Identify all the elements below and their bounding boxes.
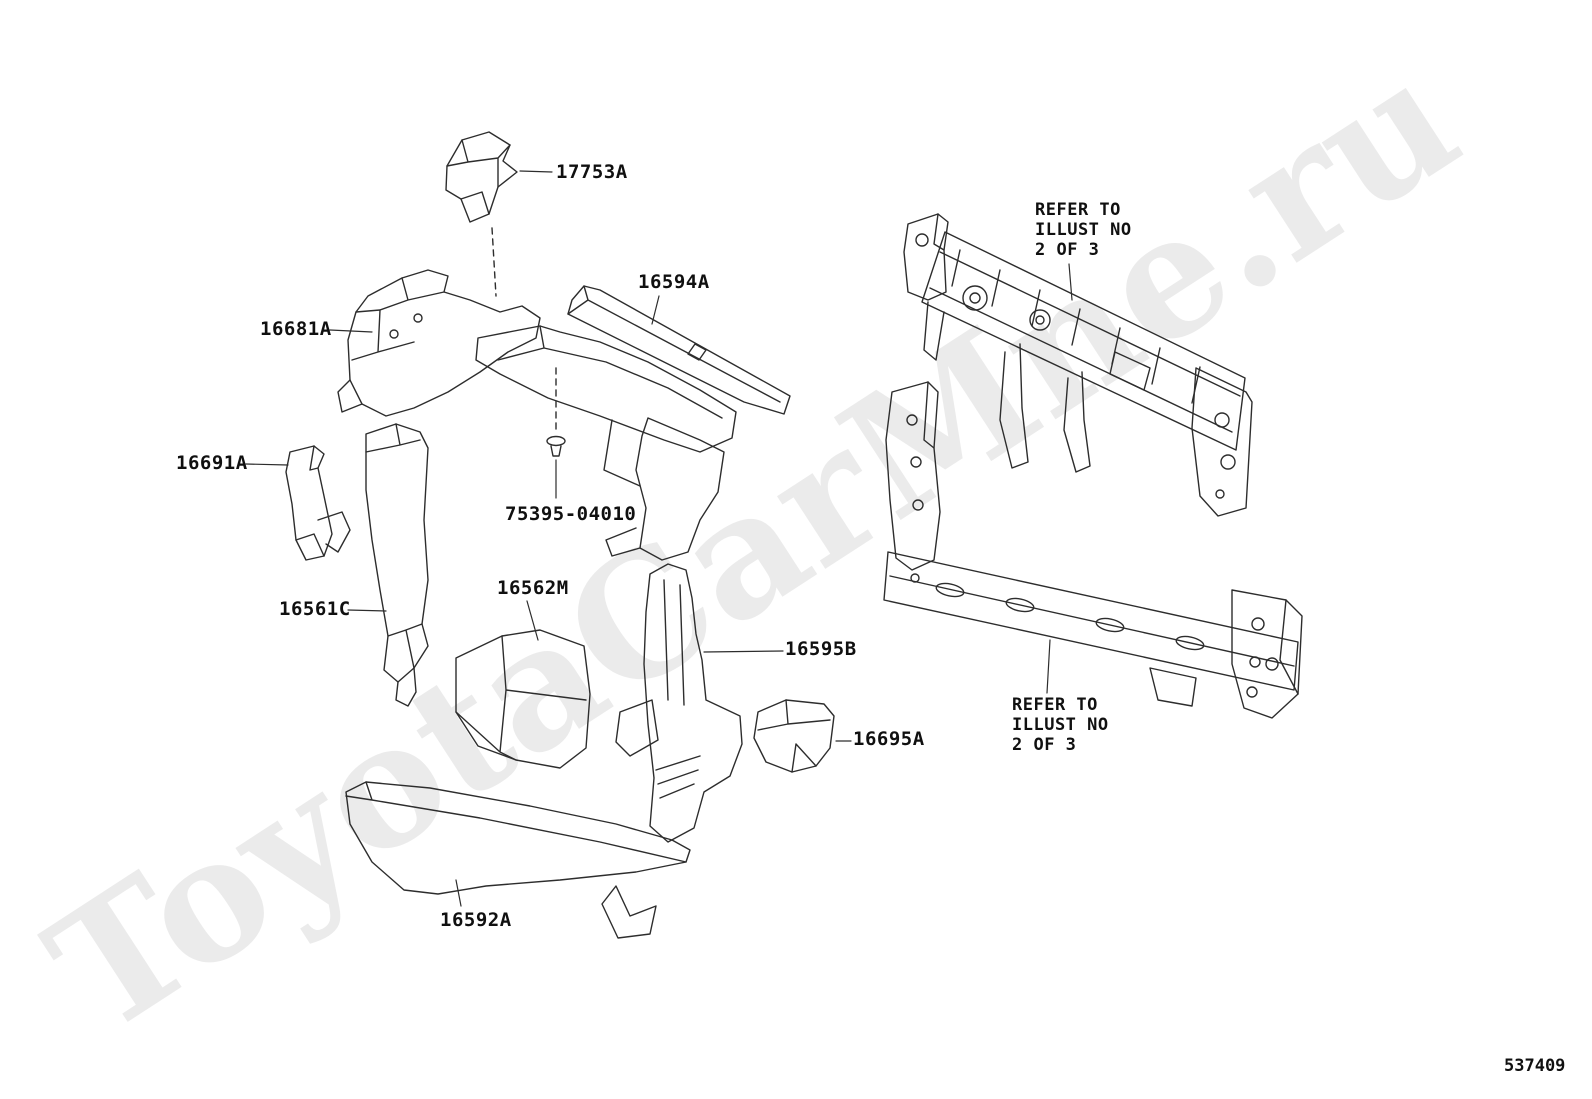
part-label-16594A: 16594A: [638, 271, 710, 293]
part-drawing-16562M: [455, 629, 591, 769]
part-label-16695A: 16695A: [853, 728, 925, 750]
leader-16562M: [526, 600, 539, 641]
leader-16561C: [347, 609, 387, 612]
part-drawing-16691A: [285, 445, 351, 561]
part-label-16562M: 16562M: [497, 577, 569, 599]
leader-17753A: [519, 170, 553, 173]
leader-16691A: [245, 463, 289, 466]
part-drawing-16681A: [337, 269, 541, 417]
leader-refer-upper: [1068, 263, 1073, 301]
part-drawing-16695A: [753, 699, 835, 773]
leader-16681A: [329, 329, 373, 333]
assembly-drawing-radiator-support-upper: [903, 213, 1253, 517]
part-drawing-center-duct: [475, 325, 737, 561]
leader-16592A: [455, 879, 462, 907]
part-drawing-16595B: [615, 563, 743, 843]
leader-16595B: [703, 650, 784, 653]
part-drawing-16592A: [345, 781, 691, 939]
part-label-16681A: 16681A: [260, 318, 332, 340]
install-dashed-line: [491, 227, 497, 297]
part-label-16595B: 16595B: [785, 638, 857, 660]
assembly-drawing-radiator-support-lower: [883, 381, 1303, 719]
leader-lines: [245, 170, 1073, 907]
refer-note-upper: REFER TO ILLUST NO 2 OF 3: [1035, 200, 1132, 260]
refer-note-lower: REFER TO ILLUST NO 2 OF 3: [1012, 695, 1109, 755]
part-label-16561C: 16561C: [279, 598, 351, 620]
part-label-75395-04010: 75395-04010: [505, 503, 637, 525]
part-drawing-16561C: [365, 423, 429, 707]
part-drawing-17753A: [445, 131, 518, 297]
part-drawing-75395-04010: [546, 367, 566, 457]
part-label-16592A: 16592A: [440, 909, 512, 931]
leader-refer-lower: [1046, 639, 1051, 694]
leader-16594A: [651, 295, 660, 325]
page-number: 537409: [1504, 1056, 1566, 1076]
part-label-17753A: 17753A: [556, 161, 628, 183]
part-label-16691A: 16691A: [176, 452, 248, 474]
part-drawing-16594A: [567, 285, 791, 415]
